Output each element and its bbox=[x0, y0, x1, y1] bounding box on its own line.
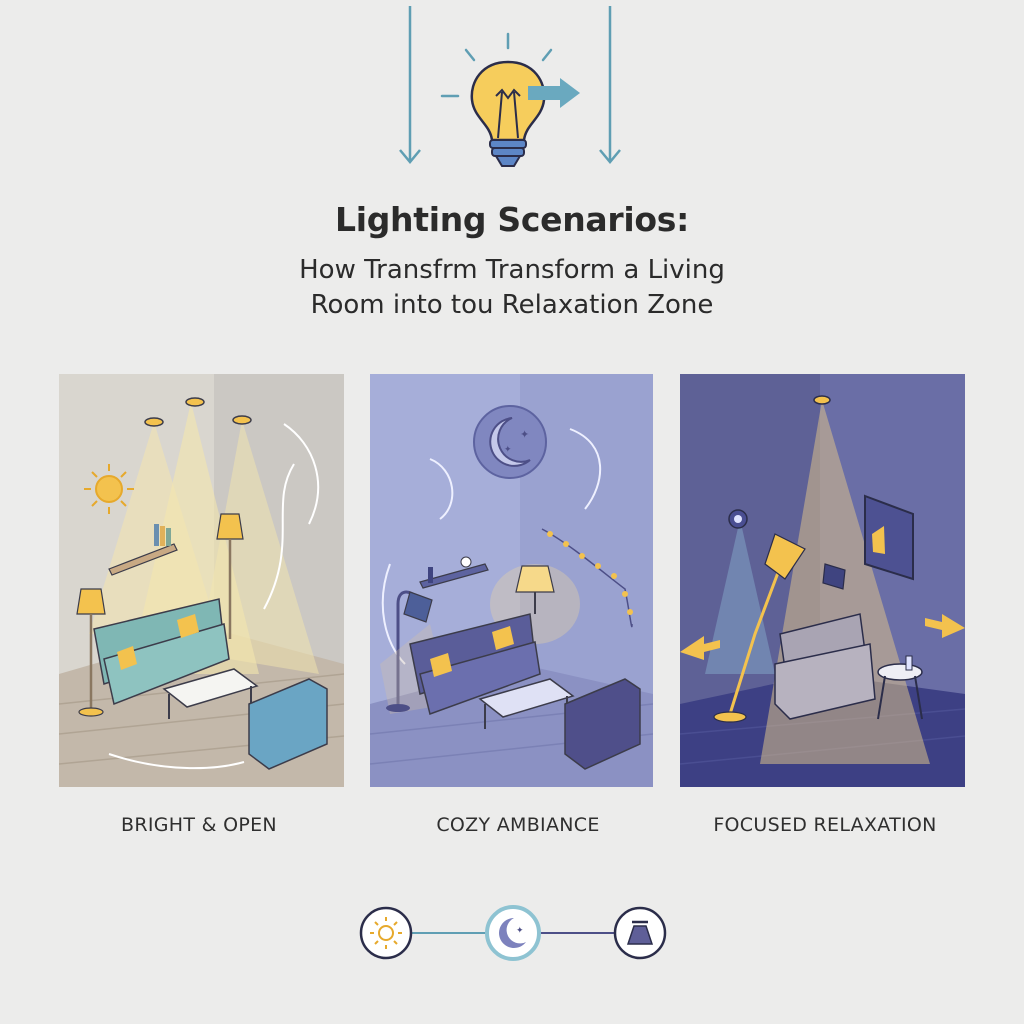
header-illustration bbox=[399, 6, 621, 167]
page-subtitle-line2: Room into tou Relaxation Zone bbox=[310, 290, 714, 320]
scenario-panel-bright bbox=[59, 374, 344, 787]
scenario-label-bright: BRIGHT & OPEN bbox=[121, 814, 277, 836]
cozy-room-illustration: ✦ ✦ bbox=[370, 374, 653, 787]
moon-icon: ✦ bbox=[485, 905, 541, 961]
right-arrow-icon bbox=[528, 78, 580, 108]
scenario-label-cozy: COZY AMBIANCE bbox=[436, 814, 600, 836]
scenario-label-focused: FOCUSED RELAXATION bbox=[713, 814, 937, 836]
ceiling-lamp-icon bbox=[613, 906, 667, 960]
sun-icon bbox=[84, 464, 134, 514]
scenario-stepper: ✦ bbox=[359, 905, 667, 961]
left-down-arrow-icon bbox=[399, 6, 421, 164]
lightbulb-icon bbox=[440, 32, 553, 167]
focused-room-illustration bbox=[680, 374, 965, 787]
right-down-arrow-icon bbox=[599, 6, 621, 164]
page-subtitle-line1: How Transfrm Transform a Living bbox=[299, 255, 725, 285]
svg-text:✦: ✦ bbox=[516, 925, 524, 935]
svg-text:✦: ✦ bbox=[504, 444, 512, 454]
moon-icon: ✦ ✦ bbox=[473, 405, 547, 479]
bright-room-illustration bbox=[59, 374, 344, 787]
scenario-panel-focused bbox=[680, 374, 965, 787]
svg-text:✦: ✦ bbox=[520, 429, 529, 441]
page-title: Lighting Scenarios: bbox=[334, 200, 689, 239]
scenario-panel-cozy: ✦ ✦ bbox=[370, 374, 653, 787]
sun-icon bbox=[359, 906, 413, 960]
